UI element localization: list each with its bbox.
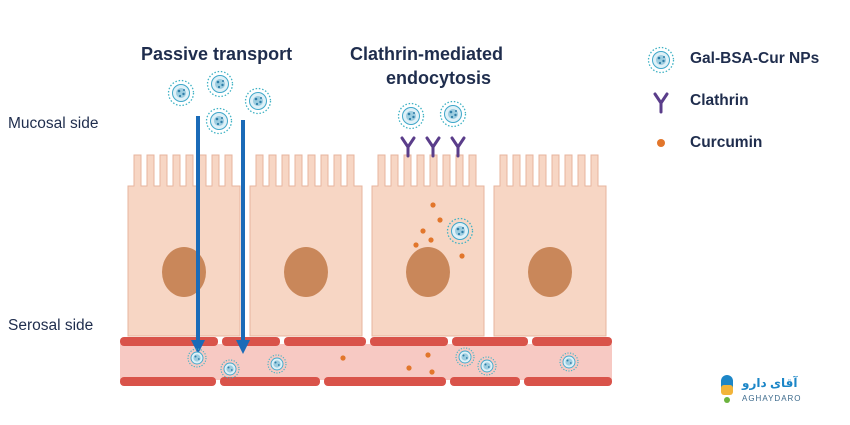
- nucleus: [528, 247, 572, 297]
- nucleus: [162, 247, 206, 297]
- legend-label-nanoparticles: Gal-BSA-Cur NPs: [690, 50, 820, 67]
- nanoparticle-icon: [205, 107, 233, 135]
- epithelial-cell-2: [249, 154, 363, 337]
- epithelial-cell-1: [127, 154, 241, 337]
- clathrin-icon: [653, 92, 669, 114]
- vessel-curcumin: [340, 352, 435, 375]
- legend-label-clathrin: Clathrin: [690, 92, 749, 109]
- nucleus: [284, 247, 328, 297]
- passive-transport-title: Passive transport: [141, 44, 293, 64]
- watermark-persian: آقای دارو: [742, 376, 798, 390]
- clathrin-title-line1: Clathrin-mediated: [350, 44, 504, 64]
- blood-vessel: [120, 337, 612, 386]
- clathrin-endocytosis-group: [397, 100, 467, 158]
- nanoparticle-icon: [647, 46, 675, 74]
- aghaydaro-logo: [721, 375, 733, 403]
- nucleus: [406, 247, 450, 297]
- epithelial-cell-4: [493, 154, 607, 337]
- watermark-latin: AGHAYDARO: [742, 394, 802, 403]
- clathrin-icon: [400, 136, 416, 158]
- nanoparticle-icon: [397, 102, 425, 130]
- legend-label-curcumin: Curcumin: [690, 134, 763, 151]
- legend-icons: [647, 46, 675, 147]
- curcumin-dot-icon: [657, 139, 665, 147]
- epithelial-cell-3: [371, 154, 485, 337]
- curcumin-dots: [413, 202, 465, 259]
- clathrin-icon: [450, 136, 466, 158]
- nanoparticle-icon: [244, 87, 272, 115]
- clathrin-title-line2: endocytosis: [386, 68, 492, 88]
- intracellular-release: [413, 202, 474, 259]
- passive-transport-nanoparticles: [167, 70, 272, 135]
- nanoparticle-icon: [439, 100, 467, 128]
- clathrin-icon: [425, 136, 441, 158]
- nanoparticle-icon: [206, 70, 234, 98]
- serosal-side-label: Serosal side: [8, 317, 94, 334]
- mucosal-side-label: Mucosal side: [8, 115, 99, 132]
- nanoparticle-icon: [167, 79, 195, 107]
- transport-arrows: [191, 116, 250, 354]
